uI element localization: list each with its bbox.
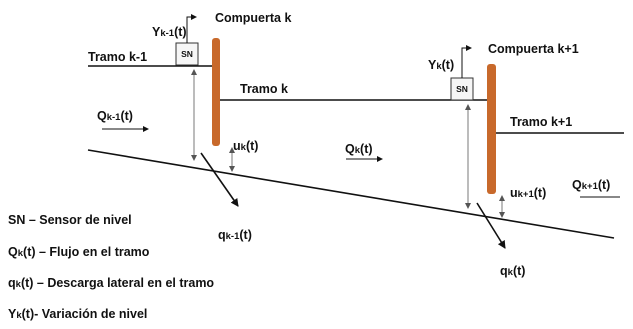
gate-k1: [487, 64, 496, 194]
canal-bed-line: [87, 149, 615, 239]
sn-sensor-k1-label: SN: [456, 84, 468, 94]
label-y-km1: Yk-1(t): [152, 25, 187, 39]
label-compuerta-k: Compuerta k: [215, 11, 291, 25]
legend-sn: SN – Sensor de nivel: [8, 213, 132, 227]
label-compuerta-k1: Compuerta k+1: [488, 42, 579, 56]
label-u-k: uk(t): [233, 139, 258, 153]
sn-k1-output-arrow: [461, 45, 472, 78]
lateral-discharge-arrow-k: [476, 202, 506, 249]
gate-k: [212, 38, 220, 146]
label-Q-km1: Qk-1(t): [97, 109, 133, 123]
label-u-k1: uk+1(t): [510, 186, 546, 200]
label-Q-k: Qk(t): [345, 142, 373, 156]
label-q-k: qk(t): [500, 264, 525, 278]
label-Q-k1: Qk+1(t): [572, 178, 610, 192]
sn-k-output-arrow: [186, 14, 197, 43]
label-y-k: Yk(t): [428, 58, 454, 72]
label-tramo-km1: Tramo k-1: [88, 50, 147, 64]
legend-descarga: qk(t) – Descarga lateral en el tramo: [8, 276, 214, 290]
label-tramo-k1: Tramo k+1: [510, 115, 572, 129]
sn-sensor-k-label: SN: [181, 49, 193, 59]
label-tramo-k: Tramo k: [240, 82, 288, 96]
legend-flujo: Qk(t) – Flujo en el tramo: [8, 245, 150, 259]
label-q-km1: qk-1(t): [218, 228, 252, 242]
lateral-discharge-arrow-km1: [200, 152, 239, 207]
legend-variacion: Yk(t)- Variación de nivel: [8, 307, 147, 321]
